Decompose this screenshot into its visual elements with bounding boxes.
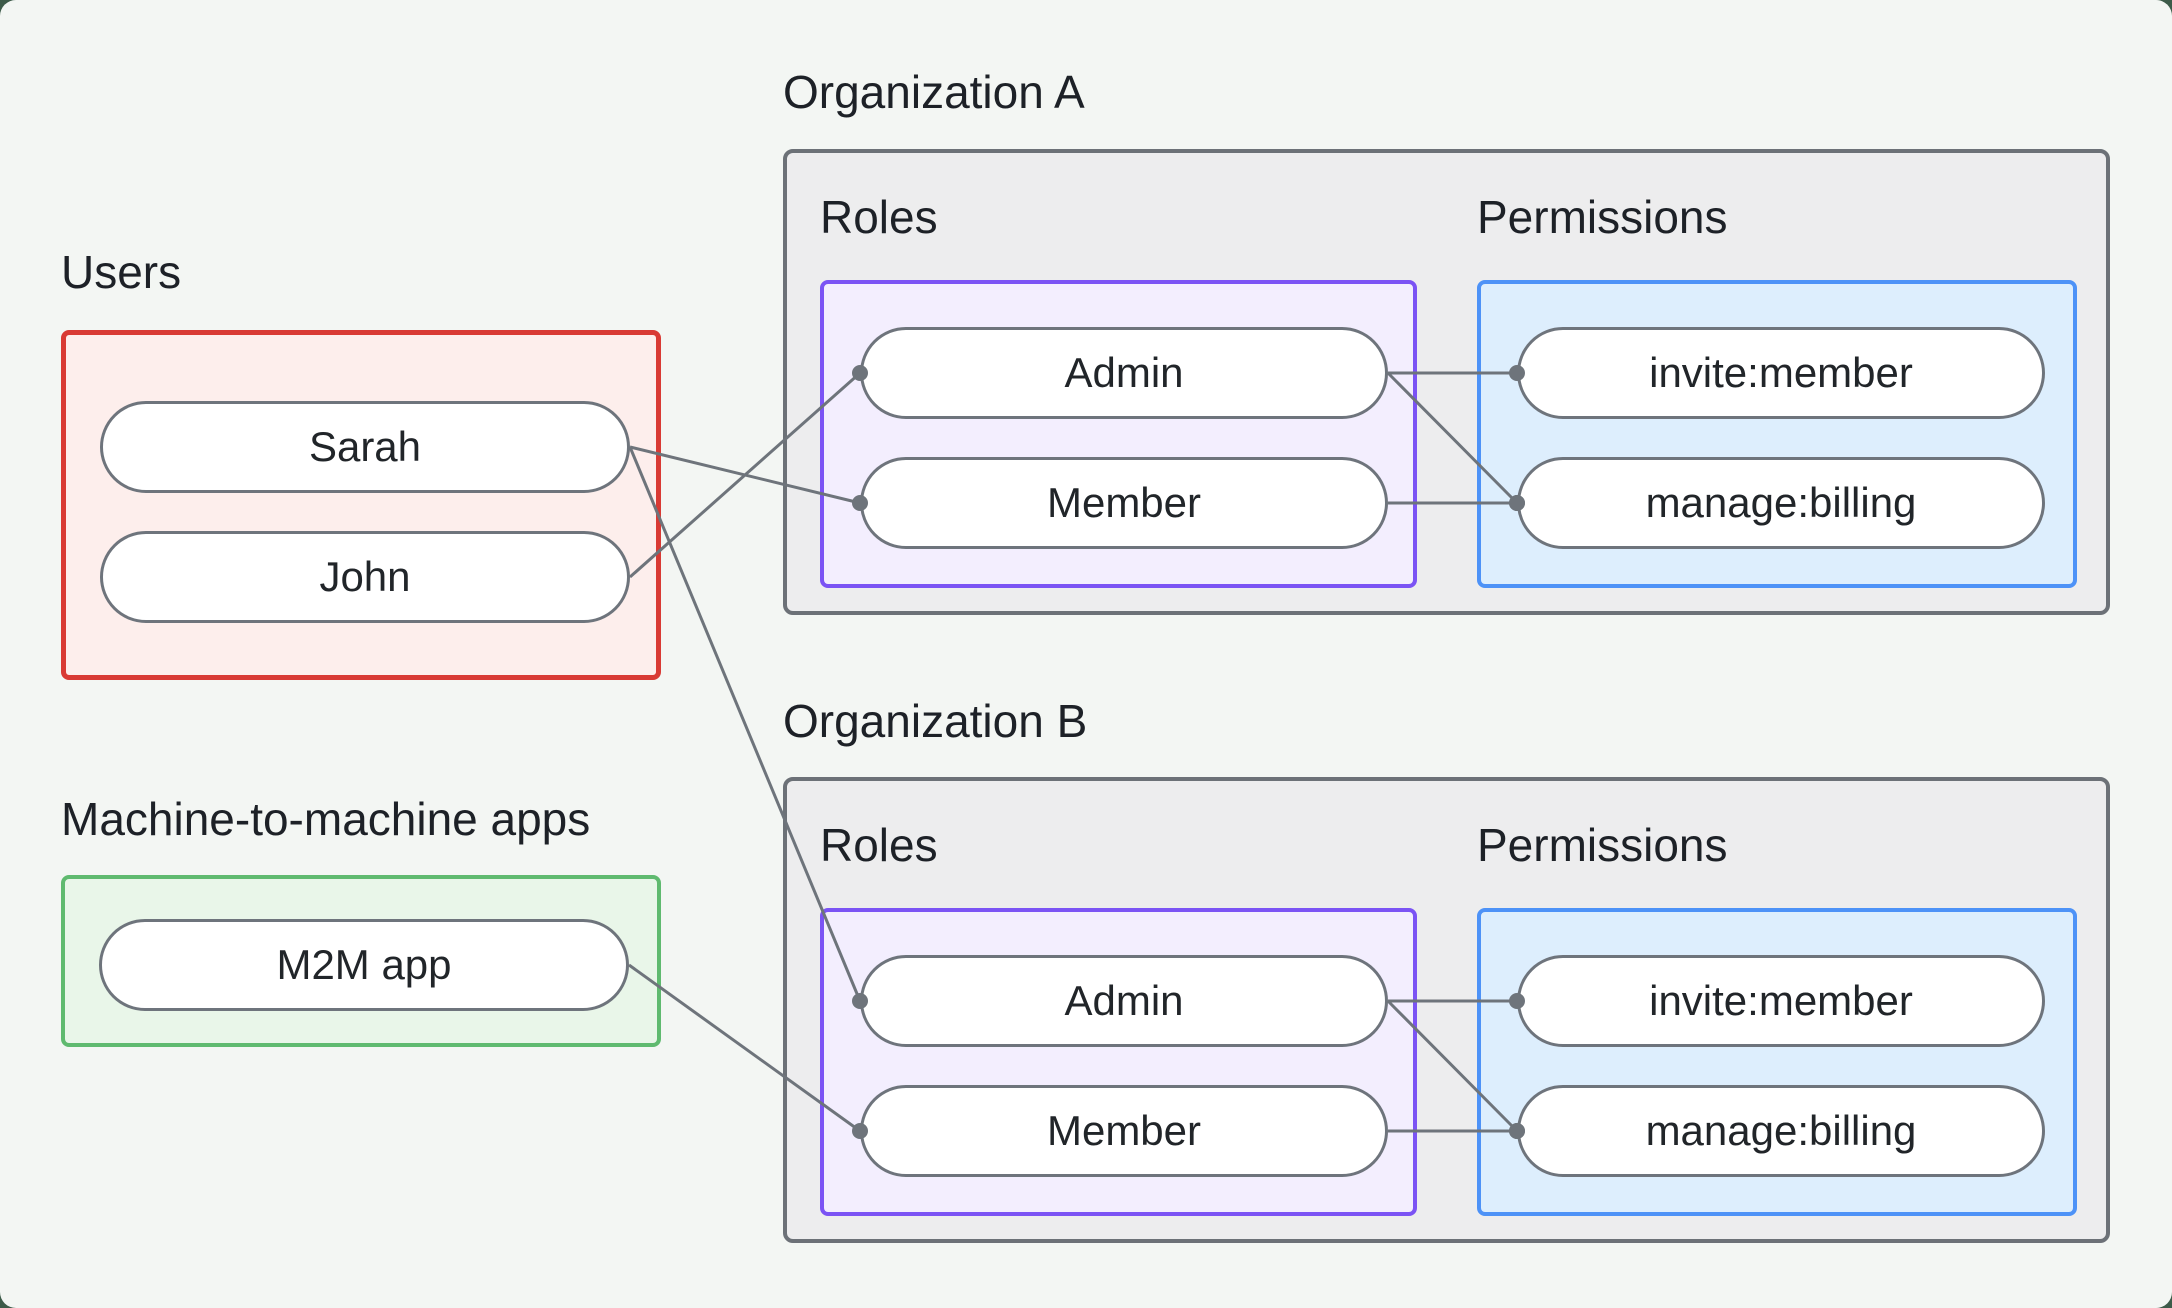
org-b-box: Roles Permissions Admin Member invite:me…	[783, 777, 2110, 1243]
org-b-permission-manage-label: manage:billing	[1645, 1107, 1917, 1154]
org-a-role-pill-admin[interactable]: Admin	[860, 327, 1388, 419]
org-a-box: Roles Permissions Admin Member invite:me…	[783, 149, 2110, 615]
user-pill-john-label: John	[319, 553, 411, 600]
m2m-group-label: Machine-to-machine apps	[61, 793, 591, 845]
org-a-permission-pill-manage-billing[interactable]: manage:billing	[1517, 457, 2045, 549]
org-a-role-admin-label: Admin	[1064, 349, 1184, 396]
org-b-permission-pill-invite-member[interactable]: invite:member	[1517, 955, 2045, 1047]
user-pill-sarah-label: Sarah	[308, 423, 422, 470]
org-a-roles-label: Roles	[820, 191, 938, 243]
org-a-title: Organization A	[783, 66, 1085, 118]
org-a-permissions-label: Permissions	[1477, 191, 1728, 243]
org-a-permissions-box: invite:member manage:billing	[1477, 280, 2077, 588]
org-b-roles-label: Roles	[820, 819, 938, 871]
org-b-role-member-label: Member	[1046, 1107, 1202, 1154]
org-b-title: Organization B	[783, 695, 1088, 747]
users-group-label: Users	[61, 246, 182, 298]
org-a-role-member-label: Member	[1046, 479, 1202, 526]
org-b-role-pill-member[interactable]: Member	[860, 1085, 1388, 1177]
user-pill-john[interactable]: John	[100, 531, 630, 623]
org-a-role-pill-member[interactable]: Member	[860, 457, 1388, 549]
users-group-box: Sarah John	[61, 330, 661, 680]
org-b-permission-pill-manage-billing[interactable]: manage:billing	[1517, 1085, 2045, 1177]
org-a-permission-manage-label: manage:billing	[1645, 479, 1917, 526]
org-b-roles-box: Admin Member	[820, 908, 1417, 1216]
org-a-permission-pill-invite-member[interactable]: invite:member	[1517, 327, 2045, 419]
m2m-app-pill[interactable]: M2M app	[99, 919, 629, 1011]
m2m-app-pill-label: M2M app	[276, 941, 452, 988]
m2m-group-box: M2M app	[61, 875, 661, 1047]
org-a-permission-invite-label: invite:member	[1649, 349, 1913, 396]
org-b-role-admin-label: Admin	[1064, 977, 1184, 1024]
org-b-permission-invite-label: invite:member	[1649, 977, 1913, 1024]
org-a-roles-box: Admin Member	[820, 280, 1417, 588]
org-b-role-pill-admin[interactable]: Admin	[860, 955, 1388, 1047]
user-pill-sarah[interactable]: Sarah	[100, 401, 630, 493]
org-b-permissions-label: Permissions	[1477, 819, 1728, 871]
org-b-permissions-box: invite:member manage:billing	[1477, 908, 2077, 1216]
